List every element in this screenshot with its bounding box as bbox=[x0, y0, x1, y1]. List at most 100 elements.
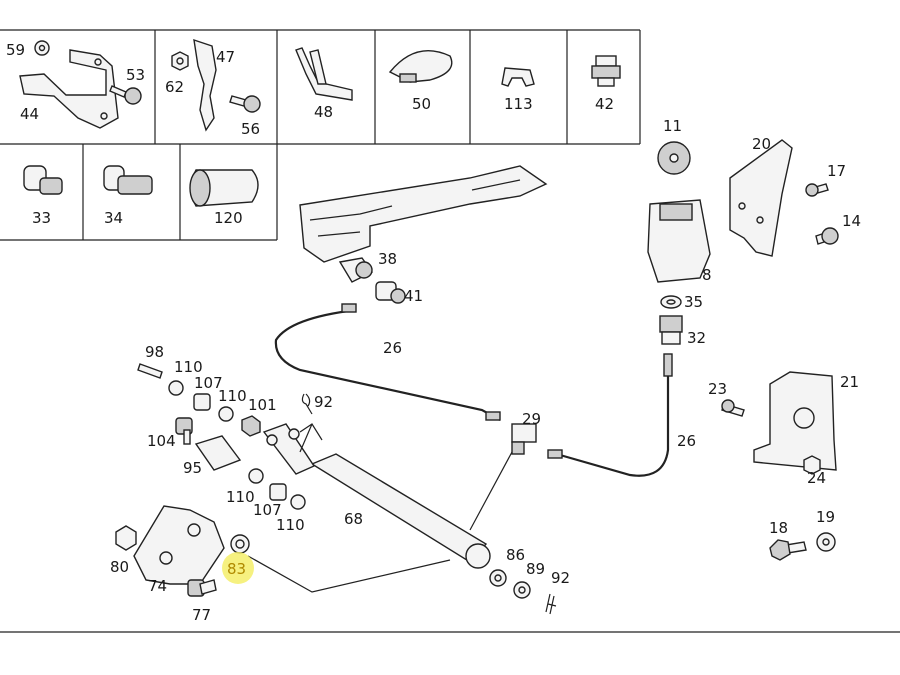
label-113: 113 bbox=[504, 95, 533, 113]
label-107-a: 107 bbox=[194, 374, 223, 392]
label-56: 56 bbox=[241, 120, 260, 138]
part-77-bolt bbox=[187, 579, 217, 597]
part-113-clip bbox=[501, 67, 535, 87]
label-101: 101 bbox=[248, 396, 277, 414]
part-35-seal bbox=[660, 295, 682, 309]
label-26-right: 26 bbox=[677, 432, 696, 450]
part-86-washer bbox=[489, 569, 507, 587]
label-17: 17 bbox=[827, 162, 846, 180]
label-21: 21 bbox=[840, 373, 859, 391]
part-53-bolt bbox=[109, 85, 142, 105]
label-59: 59 bbox=[6, 41, 25, 59]
label-14: 14 bbox=[842, 212, 861, 230]
part-120-cylinder bbox=[189, 169, 259, 207]
label-20: 20 bbox=[752, 135, 771, 153]
inset-grid bbox=[0, 29, 641, 241]
part-41-fitting bbox=[375, 281, 406, 304]
part-44-bracket bbox=[19, 49, 119, 129]
label-29: 29 bbox=[522, 410, 541, 428]
part-56-bolt bbox=[229, 95, 261, 113]
part-104-bolt bbox=[175, 417, 193, 445]
label-120: 120 bbox=[214, 209, 243, 227]
label-24: 24 bbox=[807, 469, 826, 487]
label-53: 53 bbox=[126, 66, 145, 84]
label-104: 104 bbox=[147, 432, 176, 450]
part-32-fitting bbox=[659, 315, 683, 345]
part-50-strap bbox=[388, 49, 453, 83]
part-80-nut bbox=[115, 525, 137, 551]
part-68-cylinder bbox=[262, 423, 491, 569]
label-11: 11 bbox=[663, 117, 682, 135]
bushing-107-b bbox=[269, 483, 287, 501]
part-98-bolt bbox=[137, 363, 163, 379]
part-62-nut bbox=[171, 51, 189, 71]
label-89: 89 bbox=[526, 560, 545, 578]
part-29-fitting bbox=[511, 423, 537, 455]
label-92-b: 92 bbox=[551, 569, 570, 587]
label-19: 19 bbox=[816, 508, 835, 526]
label-83: 83 bbox=[227, 560, 246, 578]
label-74: 74 bbox=[148, 577, 167, 595]
leader-lines bbox=[247, 423, 513, 593]
label-44: 44 bbox=[20, 105, 39, 123]
label-35: 35 bbox=[684, 293, 703, 311]
highlight-marker bbox=[222, 552, 254, 584]
label-41: 41 bbox=[404, 287, 423, 305]
label-86: 86 bbox=[506, 546, 525, 564]
part-92-cotter-pin-a bbox=[301, 393, 313, 415]
part-89-washer bbox=[513, 581, 531, 599]
label-110-b: 110 bbox=[218, 387, 247, 405]
label-8: 8 bbox=[702, 266, 712, 284]
label-62: 62 bbox=[165, 78, 184, 96]
bushing-107-a bbox=[193, 393, 211, 411]
part-20-bracket bbox=[729, 139, 793, 257]
label-18: 18 bbox=[769, 519, 788, 537]
part-101-nut bbox=[241, 415, 261, 437]
labels: 59 44 53 62 47 56 48 50 113 42 33 34 120… bbox=[6, 41, 861, 624]
part-47-clip bbox=[193, 38, 217, 132]
part-frame-assembly bbox=[299, 165, 548, 263]
label-47: 47 bbox=[216, 48, 235, 66]
washer-110-a bbox=[168, 380, 184, 396]
part-48-bracket bbox=[295, 47, 353, 101]
part-23-bolt bbox=[721, 399, 745, 417]
washer-110-c bbox=[248, 468, 264, 484]
part-42-fitting bbox=[591, 55, 621, 87]
part-59-washer bbox=[34, 40, 50, 56]
washer-110-b bbox=[218, 406, 234, 422]
label-26-left: 26 bbox=[383, 339, 402, 357]
label-110-c: 110 bbox=[226, 488, 255, 506]
label-68: 68 bbox=[344, 510, 363, 528]
label-98: 98 bbox=[145, 343, 164, 361]
washer-110-d bbox=[290, 494, 306, 510]
label-38: 38 bbox=[378, 250, 397, 268]
part-8-valve bbox=[647, 199, 711, 283]
part-18-bolt bbox=[769, 539, 807, 561]
label-50: 50 bbox=[412, 95, 431, 113]
label-42: 42 bbox=[595, 95, 614, 113]
part-74-bracket bbox=[133, 505, 225, 585]
label-48: 48 bbox=[314, 103, 333, 121]
label-77: 77 bbox=[192, 606, 211, 624]
label-23: 23 bbox=[708, 380, 727, 398]
part-34-fitting bbox=[103, 165, 153, 195]
part-19-washer bbox=[816, 532, 836, 552]
part-38-fitting bbox=[338, 257, 374, 283]
part-24-nut bbox=[803, 455, 821, 475]
part-92-cotter-pin-b bbox=[545, 593, 557, 615]
part-14-bolt bbox=[815, 227, 839, 245]
label-92-a: 92 bbox=[314, 393, 333, 411]
label-107-b: 107 bbox=[253, 501, 282, 519]
part-21-bracket bbox=[753, 371, 837, 471]
label-80: 80 bbox=[110, 558, 129, 576]
part-33-fitting bbox=[23, 165, 63, 195]
part-95-pin bbox=[194, 435, 242, 471]
label-110-a: 110 bbox=[174, 358, 203, 376]
part-17-bolt bbox=[805, 183, 829, 197]
label-33: 33 bbox=[32, 209, 51, 227]
label-34: 34 bbox=[104, 209, 123, 227]
part-83-bushing bbox=[230, 534, 250, 554]
part-11-cover bbox=[657, 141, 691, 175]
label-32: 32 bbox=[687, 329, 706, 347]
